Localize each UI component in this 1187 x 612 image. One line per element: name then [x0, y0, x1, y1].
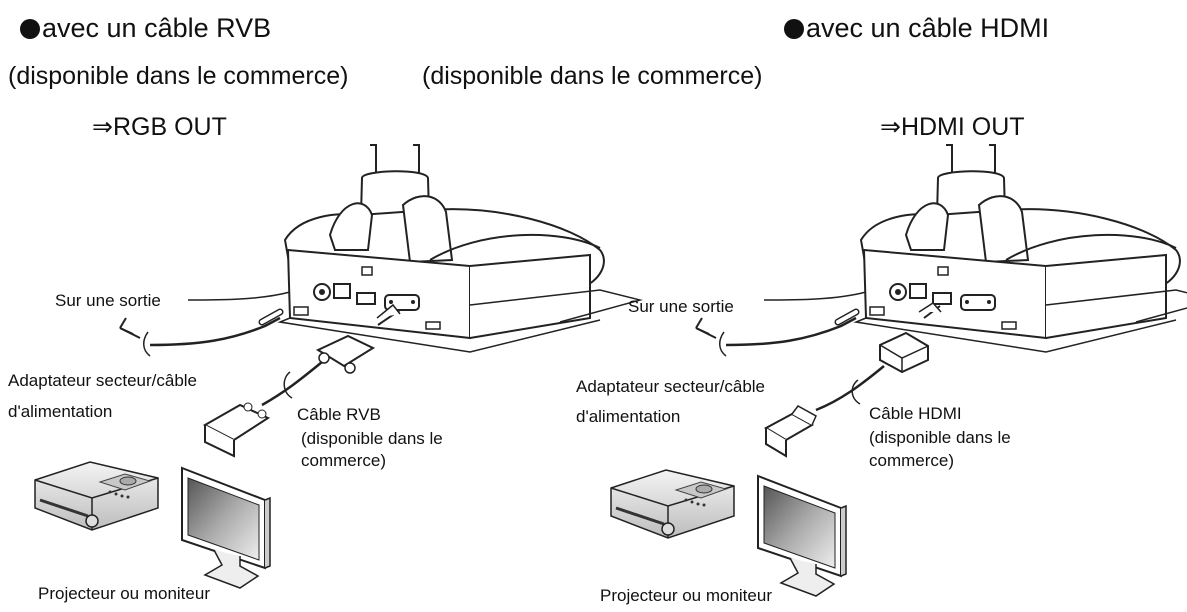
- left-cable-label-2: (disponible dans le: [301, 429, 443, 448]
- left-illustration: [33, 144, 641, 589]
- left-subheading: (disponible dans le commerce): [8, 62, 349, 90]
- document-camera-left: [279, 144, 641, 353]
- right-out-label: ⇒HDMI OUT: [880, 113, 1025, 141]
- right-device-label: Projecteur ou moniteur: [600, 586, 772, 605]
- right-heading-text: avec un câble HDMI: [806, 13, 1050, 43]
- right-cable-label-2: (disponible dans le: [869, 428, 1011, 447]
- left-heading-text: avec un câble RVB: [42, 13, 272, 43]
- rgb-cable-illustration: [202, 303, 401, 458]
- right-adapter-label-1: Adaptateur secteur/câble: [576, 377, 766, 396]
- hdmi-cable-illustration: [763, 302, 942, 458]
- right-cable-label-3: commerce): [869, 451, 955, 470]
- left-cable-label-3: commerce): [301, 451, 387, 470]
- right-cable-label-1: Câble HDMI: [869, 404, 962, 423]
- bullet-icon: [20, 19, 40, 39]
- left-adapter-label-1: Adaptateur secteur/câble: [8, 371, 198, 390]
- right-subheading: (disponible dans le commerce): [422, 62, 763, 90]
- monitor-left: [181, 467, 271, 589]
- bullet-icon: [784, 19, 804, 39]
- right-heading: avec un câble HDMI: [784, 13, 1049, 44]
- left-heading: avec un câble RVB: [20, 13, 271, 44]
- monitor-right: [757, 475, 847, 597]
- projector-left: [33, 460, 160, 532]
- left-cable-label-1: Câble RVB: [297, 405, 381, 424]
- right-illustration: [609, 144, 1187, 597]
- left-adapter-label-2: d'alimentation: [8, 402, 113, 421]
- document-camera-right: [855, 144, 1187, 353]
- right-adapter-label-2: d'alimentation: [576, 407, 681, 426]
- right-power-out-label: Sur une sortie: [628, 297, 734, 316]
- projector-right: [609, 468, 736, 540]
- left-power-out-label: Sur une sortie: [55, 291, 161, 310]
- left-device-label: Projecteur ou moniteur: [38, 584, 210, 603]
- left-out-label: ⇒RGB OUT: [92, 113, 227, 141]
